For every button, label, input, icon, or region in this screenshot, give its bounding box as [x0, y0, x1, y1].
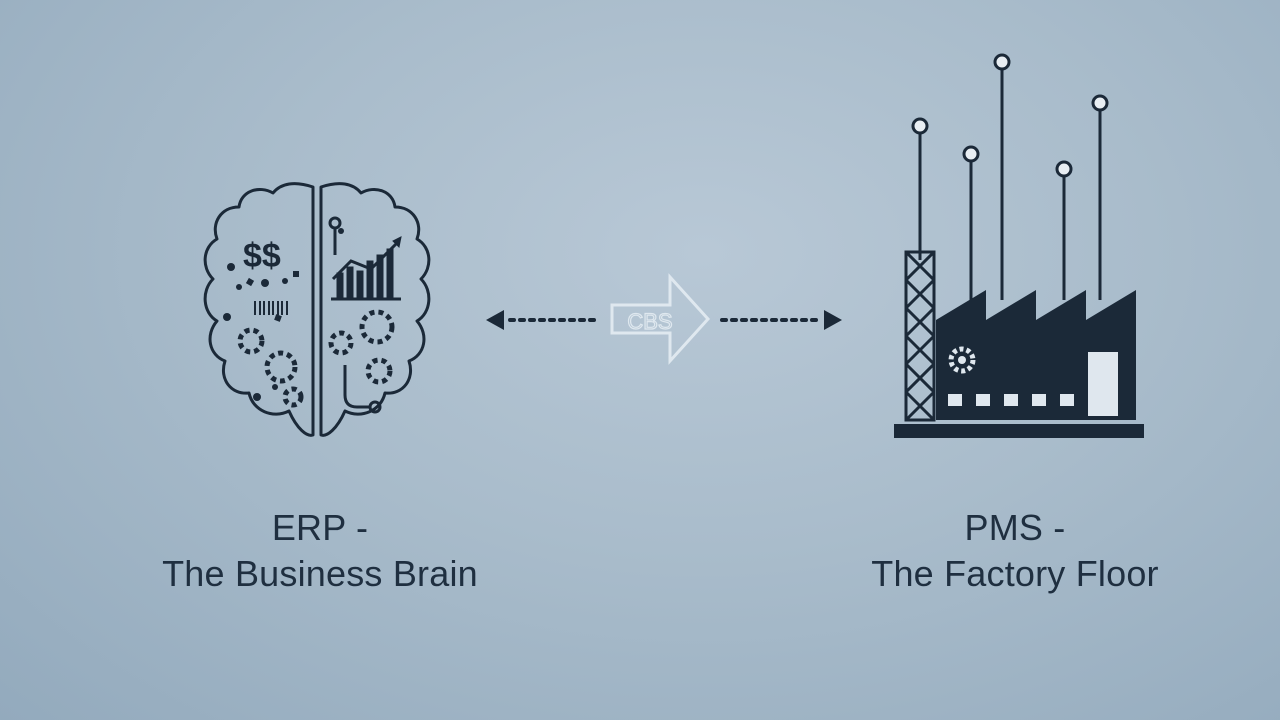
factory-icon: [894, 53, 1144, 438]
erp-subtitle: The Business Brain: [162, 553, 478, 594]
erp-title: ERP -: [271, 507, 369, 548]
bidirectional-arrow-icon: CBS: [486, 273, 842, 365]
erp-label: ERP - The Business Brain: [120, 505, 520, 597]
brain-icon: $$: [203, 182, 431, 437]
pms-title: PMS -: [964, 507, 1066, 548]
dollar-symbols: $$: [243, 237, 281, 275]
watermark-arrow-icon: [610, 273, 711, 365]
connector-label: CBS: [627, 309, 672, 334]
pms-label: PMS - The Factory Floor: [815, 505, 1215, 597]
pms-subtitle: The Factory Floor: [871, 553, 1159, 594]
